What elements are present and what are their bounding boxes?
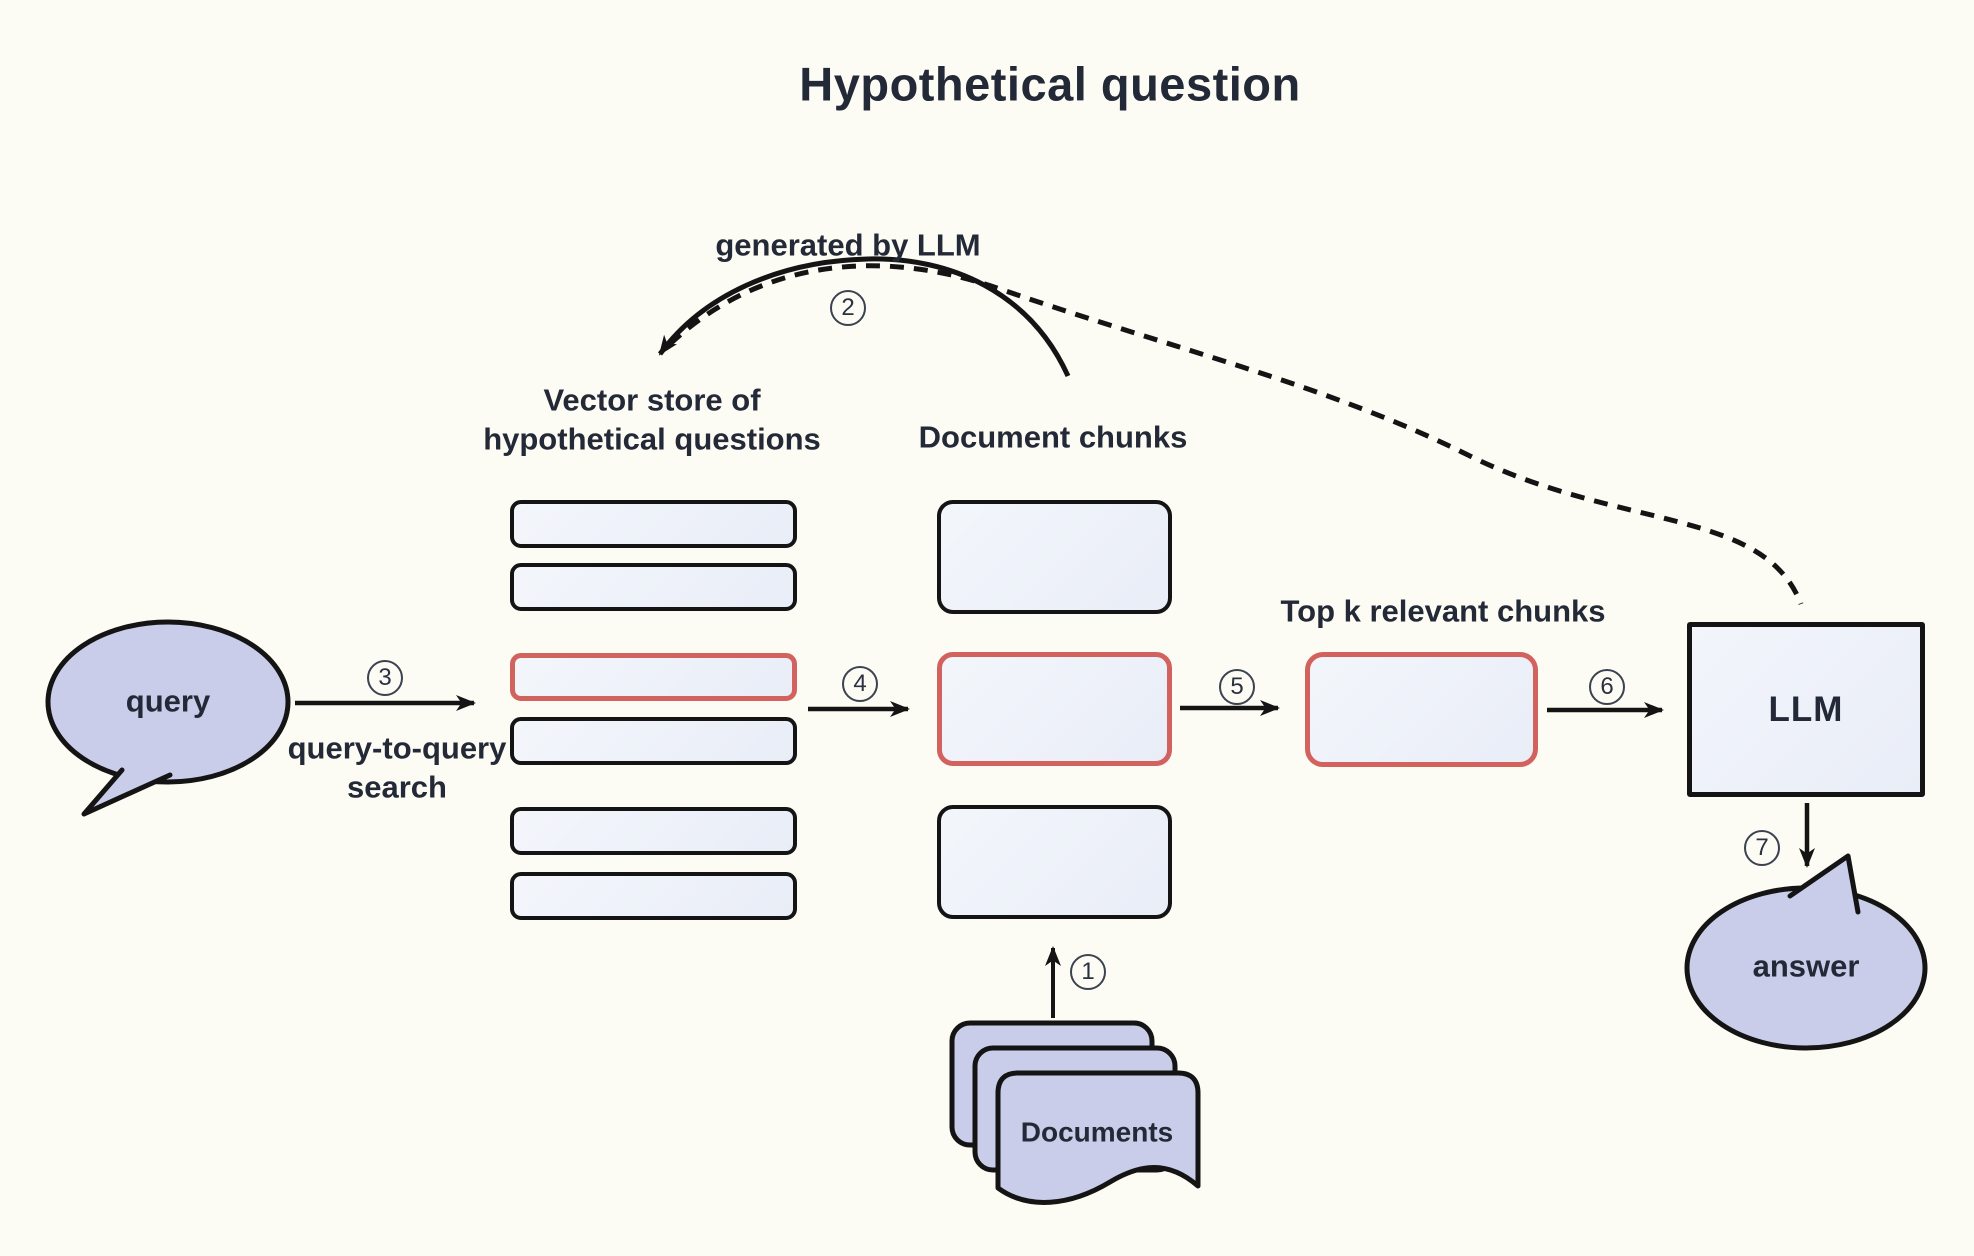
vector-store-row-5 <box>510 807 797 855</box>
step-number-3: 3 <box>378 664 392 691</box>
document-chunk-3 <box>937 805 1172 919</box>
query-bubble <box>45 619 291 785</box>
llm-box-label: LLM <box>1768 689 1844 729</box>
vector-store-row-1 <box>510 500 797 548</box>
step-badge-1: 1 <box>1070 954 1106 990</box>
step-number-4: 4 <box>853 670 867 697</box>
step-badge-7: 7 <box>1744 830 1780 866</box>
vector-store-row-2 <box>510 563 797 611</box>
documents-label: Documents <box>1020 1116 1174 1148</box>
generated-by-llm-label: generated by LLM <box>715 227 981 263</box>
query-to-query-label-line1: query-to-query <box>287 730 507 766</box>
step-badge-5: 5 <box>1219 669 1255 705</box>
llm-generation-dashed-curve <box>668 263 1804 605</box>
query-bubble-tail <box>81 767 173 817</box>
document-sheet-front <box>995 1070 1201 1205</box>
step-number-6: 6 <box>1600 673 1614 700</box>
query-to-query-label: query-to-query search <box>288 729 507 807</box>
query-bubble-label: query <box>125 683 211 719</box>
answer-bubble-tail <box>1787 853 1861 915</box>
llm-box: LLM <box>1687 622 1925 797</box>
document-chunks-label: Document chunks <box>918 419 1188 455</box>
vector-store-row-6 <box>510 872 797 920</box>
step-number-1: 1 <box>1081 958 1095 985</box>
generated-by-llm-arc <box>657 256 1071 378</box>
vector-store-label-line2: hypothetical questions <box>483 421 821 456</box>
answer-bubble-label: answer <box>1752 948 1860 984</box>
step-number-2: 2 <box>841 294 855 321</box>
step-number-7: 7 <box>1755 834 1769 861</box>
step-number-5: 5 <box>1230 673 1244 700</box>
document-chunk-1 <box>937 500 1172 614</box>
vector-store-row-3-highlighted <box>510 653 797 701</box>
step-badge-2: 2 <box>830 290 866 326</box>
top-k-chunk-box <box>1305 652 1538 767</box>
top-k-label: Top k relevant chunks <box>1280 593 1606 629</box>
document-chunk-2-highlighted <box>937 652 1172 766</box>
step-badge-3: 3 <box>367 660 403 696</box>
vector-store-label: Vector store of hypothetical questions <box>483 381 821 459</box>
step-badge-4: 4 <box>842 666 878 702</box>
vector-store-row-4 <box>510 717 797 765</box>
page-title: Hypothetical question <box>799 57 1301 111</box>
vector-store-label-line1: Vector store of <box>543 382 761 418</box>
query-to-query-label-line2: search <box>347 769 447 804</box>
step-badge-6: 6 <box>1589 669 1625 705</box>
